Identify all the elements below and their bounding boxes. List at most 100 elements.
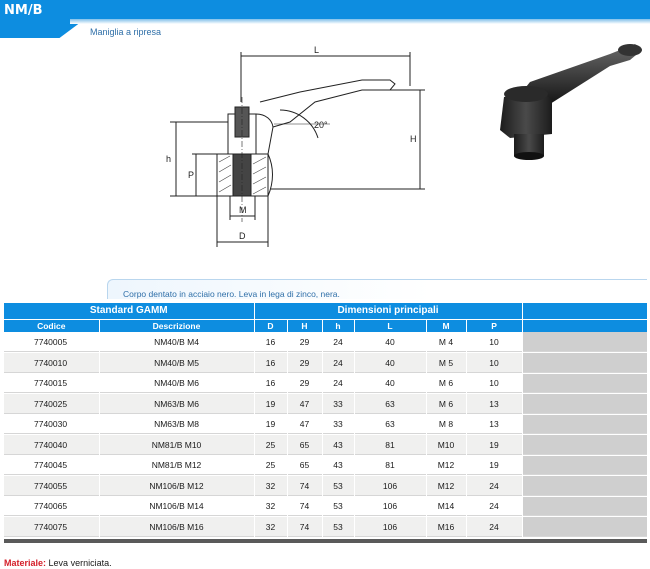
group-header-blank <box>522 303 648 319</box>
material-line: Materiale: Leva verniciata. <box>4 558 112 568</box>
dim-label-H: H <box>410 134 417 144</box>
table-cell: 16 <box>254 332 288 353</box>
table-cell: NM40/B M6 <box>99 373 255 394</box>
table-cell-blank <box>522 434 648 456</box>
table-cell: 81 <box>354 455 427 476</box>
table-cell: 74 <box>287 475 323 497</box>
table-cell-blank <box>522 393 648 415</box>
col-header: M <box>426 318 467 332</box>
note-text: Corpo dentato in acciaio nero. Leva in l… <box>123 289 340 299</box>
table-cell: 106 <box>354 475 427 497</box>
col-header: H <box>287 318 323 332</box>
table-cell: 10 <box>466 332 523 353</box>
table-cell: 7740030 <box>4 414 100 435</box>
table-cell: 29 <box>287 373 323 394</box>
col-header: h <box>322 318 355 332</box>
table-cell: 43 <box>322 434 355 456</box>
table-cell-blank <box>522 496 648 517</box>
table-cell: 33 <box>322 393 355 415</box>
page-header: NM/B <box>0 0 650 38</box>
note-box: Corpo dentato in acciaio nero. Leva in l… <box>107 279 647 299</box>
col-header: L <box>354 318 427 332</box>
table-cell: 29 <box>287 332 323 353</box>
table-cell: 47 <box>287 414 323 435</box>
table-cell: M12 <box>426 455 467 476</box>
table-cell: NM40/B M4 <box>99 332 255 353</box>
table-cell: 47 <box>287 393 323 415</box>
table-cell: 43 <box>322 455 355 476</box>
table-cell: 40 <box>354 332 427 353</box>
table-cell-blank <box>522 455 648 476</box>
material-value: Leva verniciata. <box>48 558 112 568</box>
table-cell: NM40/B M5 <box>99 352 255 374</box>
table-cell: 24 <box>466 475 523 497</box>
table-cell: 19 <box>254 414 288 435</box>
table-cell: 24 <box>466 496 523 517</box>
table-cell: M14 <box>426 496 467 517</box>
table-cell: 24 <box>466 516 523 538</box>
table-cell: 65 <box>287 434 323 456</box>
table-cell: 29 <box>287 352 323 374</box>
table-cell: 10 <box>466 352 523 374</box>
table-cell: NM106/B M12 <box>99 475 255 497</box>
col-header: Codice <box>4 318 100 332</box>
col-header: Descrizione <box>99 318 255 332</box>
table-cell-blank <box>522 373 648 394</box>
table-cell: 7740040 <box>4 434 100 456</box>
adjustable-handle-photo <box>500 44 642 160</box>
table-cell-blank <box>522 352 648 374</box>
col-header-blank <box>522 318 648 332</box>
table-cell: 32 <box>254 516 288 538</box>
table-cell: 63 <box>354 414 427 435</box>
table-cell: 10 <box>466 373 523 394</box>
table-cell: 24 <box>322 373 355 394</box>
table-cell: NM106/B M14 <box>99 496 255 517</box>
table-cell-blank <box>522 332 648 353</box>
table-cell: M16 <box>426 516 467 538</box>
dim-label-h: h <box>166 154 171 164</box>
table-cell-blank <box>522 475 648 497</box>
table-cell: 13 <box>466 393 523 415</box>
dim-label-P: P <box>188 170 194 180</box>
col-header: P <box>466 318 523 332</box>
table-cell: 13 <box>466 414 523 435</box>
table-cell: 16 <box>254 373 288 394</box>
table-cell: 81 <box>354 434 427 456</box>
table-cell: 7740005 <box>4 332 100 353</box>
table-cell: 53 <box>322 475 355 497</box>
table-cell: 74 <box>287 496 323 517</box>
table-cell: NM106/B M16 <box>99 516 255 538</box>
table-cell: 16 <box>254 352 288 374</box>
table-cell: 19 <box>254 393 288 415</box>
header-bar <box>0 0 650 19</box>
table-cell: 65 <box>287 455 323 476</box>
table-cell: M 4 <box>426 332 467 353</box>
table-group-header: Standard GAMM Dimensioni principali <box>4 303 648 319</box>
table-cell: 40 <box>354 352 427 374</box>
table-cell: M 6 <box>426 393 467 415</box>
dim-label-M: M <box>239 205 247 215</box>
table-cell: 32 <box>254 496 288 517</box>
table-cell: M12 <box>426 475 467 497</box>
table-column-header: Codice Descrizione D H h L M P <box>4 318 648 332</box>
table-cell: M 6 <box>426 373 467 394</box>
table-cell: 106 <box>354 496 427 517</box>
table-cell: 106 <box>354 516 427 538</box>
technical-drawing: L H h P M D 20° <box>166 45 425 247</box>
table-cell: 7740065 <box>4 496 100 517</box>
table-cell: 7740075 <box>4 516 100 538</box>
dim-label-L: L <box>314 45 319 55</box>
table-cell: 7740055 <box>4 475 100 497</box>
table-cell: 25 <box>254 455 288 476</box>
table-cell: 40 <box>354 373 427 394</box>
table-cell-blank <box>522 414 648 435</box>
